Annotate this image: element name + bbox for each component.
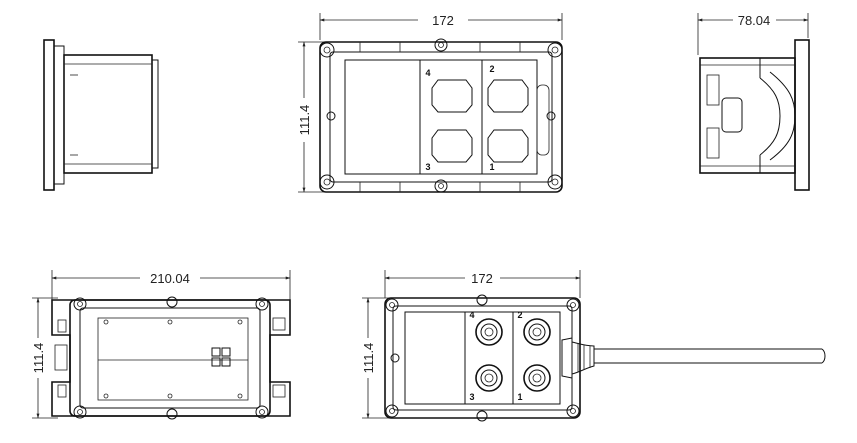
connector-label-2: 2 bbox=[517, 310, 522, 320]
connector-view bbox=[362, 270, 826, 422]
top-height-dimension: 111.4 bbox=[297, 105, 312, 136]
connector-width-dimension: 172 bbox=[471, 271, 493, 286]
right-side-view bbox=[697, 13, 810, 191]
top-view bbox=[298, 13, 563, 193]
connector-label-4: 4 bbox=[469, 310, 474, 320]
connector-label-1: 1 bbox=[517, 392, 522, 402]
port-label-3: 3 bbox=[425, 162, 430, 172]
port-label-2: 2 bbox=[489, 64, 494, 74]
connector-label-3: 3 bbox=[469, 392, 474, 402]
top-width-dimension: 172 bbox=[432, 13, 454, 28]
bottom-width-dimension: 210.04 bbox=[150, 271, 190, 286]
left-side-view bbox=[43, 39, 159, 191]
port-label-1: 1 bbox=[489, 162, 494, 172]
bottom-view bbox=[32, 270, 291, 420]
port-label-4: 4 bbox=[425, 68, 430, 78]
bottom-height-dimension: 111.4 bbox=[31, 343, 46, 374]
connector-height-dimension: 111.4 bbox=[361, 343, 376, 374]
side-depth-dimension: 78.04 bbox=[738, 13, 771, 28]
